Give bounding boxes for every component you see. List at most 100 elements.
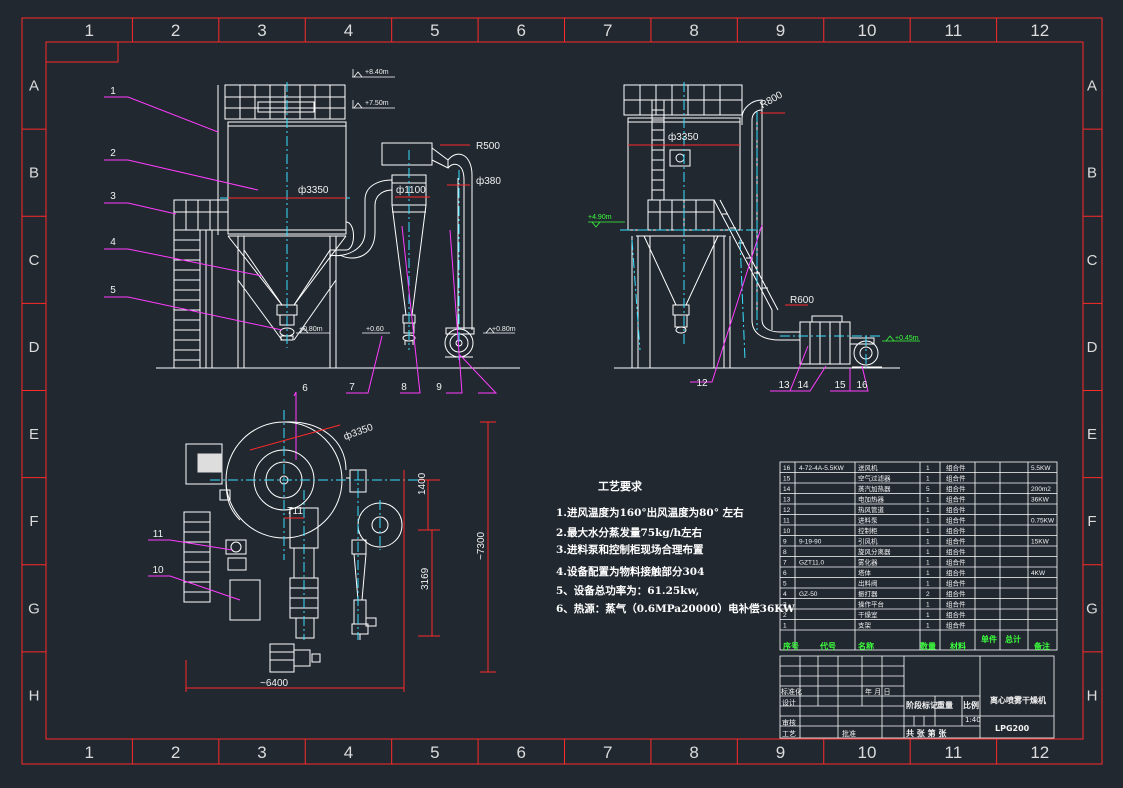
plan-centerlines bbox=[210, 410, 420, 640]
bom-cell-no: 16 bbox=[783, 465, 791, 472]
drawing-frame bbox=[21, 17, 1103, 765]
zone-column-top: 9 bbox=[776, 21, 785, 40]
zone-column-bottom: 8 bbox=[689, 743, 698, 762]
zone-row-right: D bbox=[1087, 339, 1098, 356]
side-centerlines bbox=[620, 82, 880, 368]
zone-row-right: G bbox=[1086, 600, 1098, 617]
zone-row-right: E bbox=[1087, 426, 1097, 443]
bom-cell-mat: 组合件 bbox=[946, 568, 966, 577]
bom-cell-qty: 1 bbox=[926, 560, 930, 567]
bom-cell-no: 12 bbox=[783, 507, 791, 514]
bom-cell-mat: 组合件 bbox=[946, 600, 966, 609]
callout-9: 9 bbox=[436, 382, 442, 393]
level-cyclone-outlet-label: +0.60 bbox=[366, 326, 384, 333]
bom-cell-note: 15KW bbox=[1031, 539, 1050, 546]
bom-cell-qty: 1 bbox=[926, 507, 930, 514]
bom-cell-no: 6 bbox=[783, 570, 787, 577]
bom-cell-mat: 组合件 bbox=[946, 547, 966, 556]
bom-header-code: 代号 bbox=[819, 641, 836, 651]
bom-cell-code: 4-72-4A-5.5KW bbox=[799, 465, 845, 472]
requirement-5: 5、设备总功率为：61.25kw, bbox=[556, 584, 699, 597]
bom-cell-name: 进料泵 bbox=[858, 516, 878, 525]
zone-column-top: 1 bbox=[84, 21, 93, 40]
bom-header-name: 名称 bbox=[858, 641, 874, 651]
bom-cell-mat: 组合件 bbox=[946, 537, 966, 546]
process-requirements: 工艺要求 1.进风温度为160°出风温度为80° 左右 2.最大水分蒸发量75k… bbox=[556, 479, 795, 615]
plan-dim-711-label: 711 bbox=[287, 506, 303, 517]
bom-cell-note: 0.75KW bbox=[1031, 518, 1055, 525]
bom-cell-name: 蒸汽加热器 bbox=[858, 484, 891, 493]
bom-header-no: 序号 bbox=[783, 641, 799, 651]
bom-cell-qty: 1 bbox=[926, 539, 930, 546]
zone-column-bottom: 11 bbox=[945, 743, 963, 762]
front-level-markers bbox=[296, 69, 515, 334]
plan-leader-lines bbox=[148, 539, 241, 601]
bom-header-note: 备注 bbox=[1033, 641, 1050, 651]
bom-cell-name: 雾化器 bbox=[858, 558, 878, 567]
zone-row-left: H bbox=[29, 687, 40, 704]
zone-column-bottom: 6 bbox=[517, 743, 526, 762]
callout-16: 16 bbox=[856, 380, 868, 391]
bom-header-unit: 单件 bbox=[981, 634, 997, 644]
zone-column-bottom: 7 bbox=[603, 743, 612, 762]
callout-6: 6 bbox=[302, 383, 308, 394]
callout-15: 15 bbox=[834, 380, 846, 391]
tb-check-label: 审核 bbox=[782, 718, 796, 727]
bom-cell-name: 电加热器 bbox=[858, 495, 885, 504]
tb-date-label: 年 月 日 bbox=[865, 687, 890, 696]
bom-cell-mat: 组合件 bbox=[946, 610, 966, 619]
zone-column-bottom: 10 bbox=[857, 743, 876, 762]
bom-cell-qty: 1 bbox=[926, 602, 930, 609]
bom-header-total: 总计 bbox=[1005, 634, 1021, 644]
plan-dim-1400-label: 1400 bbox=[417, 472, 428, 495]
cyclone-diameter-label: ф1100 bbox=[396, 184, 426, 196]
front-dimension-diameter bbox=[228, 144, 470, 199]
callout-13: 13 bbox=[778, 380, 790, 391]
tb-scale-label: 比例 bbox=[963, 700, 979, 710]
zone-column-top: 3 bbox=[257, 21, 266, 40]
zone-column-top: 10 bbox=[857, 21, 876, 40]
zone-column-top: 7 bbox=[603, 21, 612, 40]
bom-cell-note: 4KW bbox=[1031, 570, 1046, 577]
bom-cell-no: 4 bbox=[783, 591, 787, 598]
front-centerlines bbox=[220, 82, 460, 360]
bom-cell-name: 塔体 bbox=[858, 568, 872, 577]
requirement-2: 2.最大水分蒸发量75kg/h左右 bbox=[556, 526, 703, 539]
bom-cell-name: 送风机 bbox=[858, 463, 878, 472]
bom-cell-no: 1 bbox=[783, 623, 787, 630]
zone-row-right: B bbox=[1087, 165, 1097, 182]
zone-row-left: B bbox=[29, 165, 39, 182]
tb-weight-label: 重量 bbox=[937, 700, 953, 710]
side-level-heater-label: +0.45m bbox=[895, 335, 919, 342]
zone-column-bottom: 9 bbox=[776, 743, 785, 762]
zone-row-left: C bbox=[29, 252, 40, 269]
zone-column-top: 6 bbox=[517, 21, 526, 40]
bom-cell-qty: 1 bbox=[926, 465, 930, 472]
bom-cell-name: 热风管道 bbox=[858, 505, 885, 514]
level-bottom-outlet-label: +0.80m bbox=[299, 326, 323, 333]
tb-approve-label: 批准 bbox=[842, 729, 856, 738]
plan-view: ф3350 1400 3169 ~7300 ~6400 711 11 10 bbox=[148, 410, 496, 692]
bom-cell-qty: 1 bbox=[926, 528, 930, 535]
side-level-platform-label: +4.90m bbox=[588, 214, 612, 221]
bom-cell-no: 8 bbox=[783, 549, 787, 556]
zone-column-top: 4 bbox=[344, 21, 353, 40]
zone-row-left: F bbox=[29, 513, 38, 530]
callout-4: 4 bbox=[110, 237, 116, 248]
bom-header-qty: 数量 bbox=[920, 641, 936, 651]
zone-column-top: 12 bbox=[1030, 21, 1049, 40]
callout-8: 8 bbox=[401, 382, 407, 393]
bom-cell-code: GZT11.0 bbox=[799, 560, 825, 567]
bom-cell-no: 7 bbox=[783, 560, 787, 567]
